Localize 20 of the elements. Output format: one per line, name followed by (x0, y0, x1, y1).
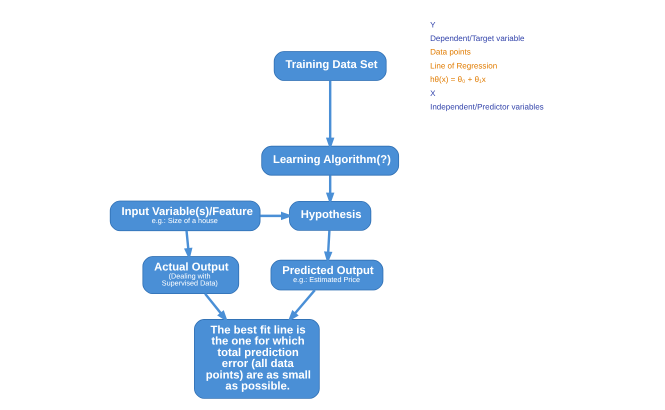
arrow (260, 212, 293, 220)
arrow (287, 289, 316, 322)
node-box: The best fit line is the one for which total prediction error (all data points) are as small as possible. (194, 319, 320, 399)
node-box: Actual Output (Dealing with Supervised Data) (142, 256, 239, 294)
arrow (323, 230, 332, 264)
label: Line of Regression (430, 61, 497, 70)
arrow (325, 175, 334, 205)
label: Y (430, 20, 435, 30)
node-box: Hypothesis (288, 200, 371, 231)
node-box: Learning Algorithm(?) (260, 146, 399, 176)
label: X (430, 88, 435, 98)
arrow (204, 292, 228, 322)
node-box: Input Variable(s)/Feature e.g.: Size of a house (109, 200, 260, 232)
label: hθ(x) = θ₀ + θ₁x (430, 75, 486, 84)
label: Independent/Predictor variables (430, 102, 544, 112)
label: Data points (430, 48, 470, 57)
arrow (325, 80, 334, 150)
label: Dependent/Target variable (430, 34, 524, 44)
node-box: Predicted Output e.g.: Estimated Price (270, 260, 383, 290)
node-box: Training Data Set (273, 51, 386, 81)
